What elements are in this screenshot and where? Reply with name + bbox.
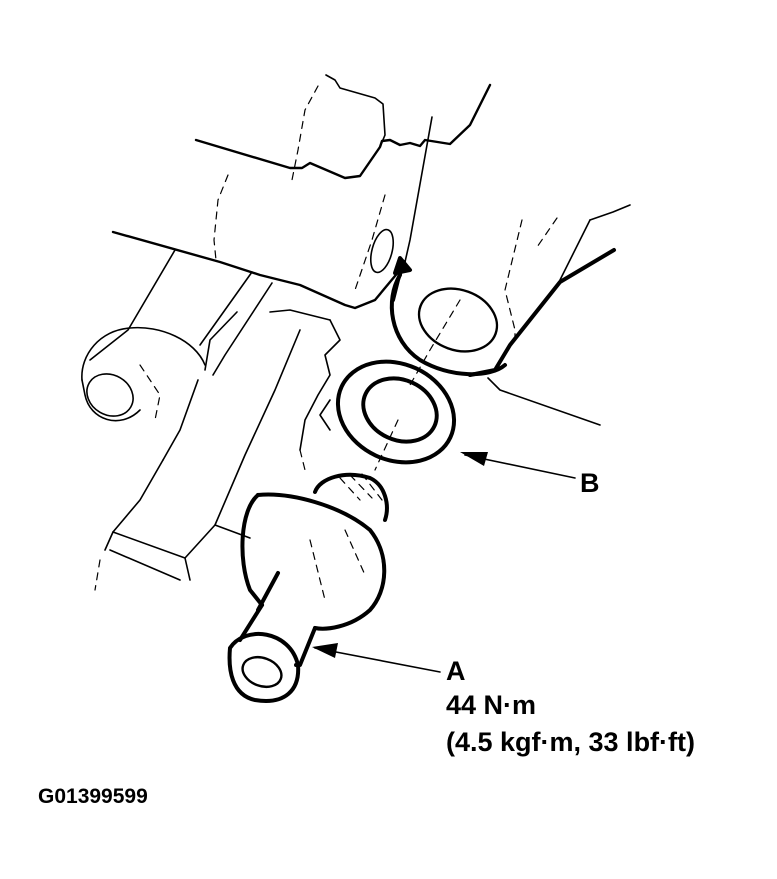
arrowhead-b (460, 452, 488, 466)
mating-port (389, 273, 507, 386)
fitting-bolt-a (227, 472, 389, 703)
upper-housing (111, 74, 492, 310)
sealing-washer-b (335, 359, 457, 471)
housing-face (94, 319, 341, 591)
arrowhead-a (312, 643, 338, 658)
torque-value-primary: 44 N·m (446, 690, 537, 720)
callout-leaders (312, 452, 576, 673)
figure-id: G01399599 (38, 785, 148, 808)
callout-letter-b: B (580, 468, 600, 498)
left-cylinder (81, 249, 331, 461)
torque-value-alternate: (4.5 kgf·m, 33 lbf·ft) (446, 727, 696, 757)
callout-letter-a: A (446, 656, 466, 686)
